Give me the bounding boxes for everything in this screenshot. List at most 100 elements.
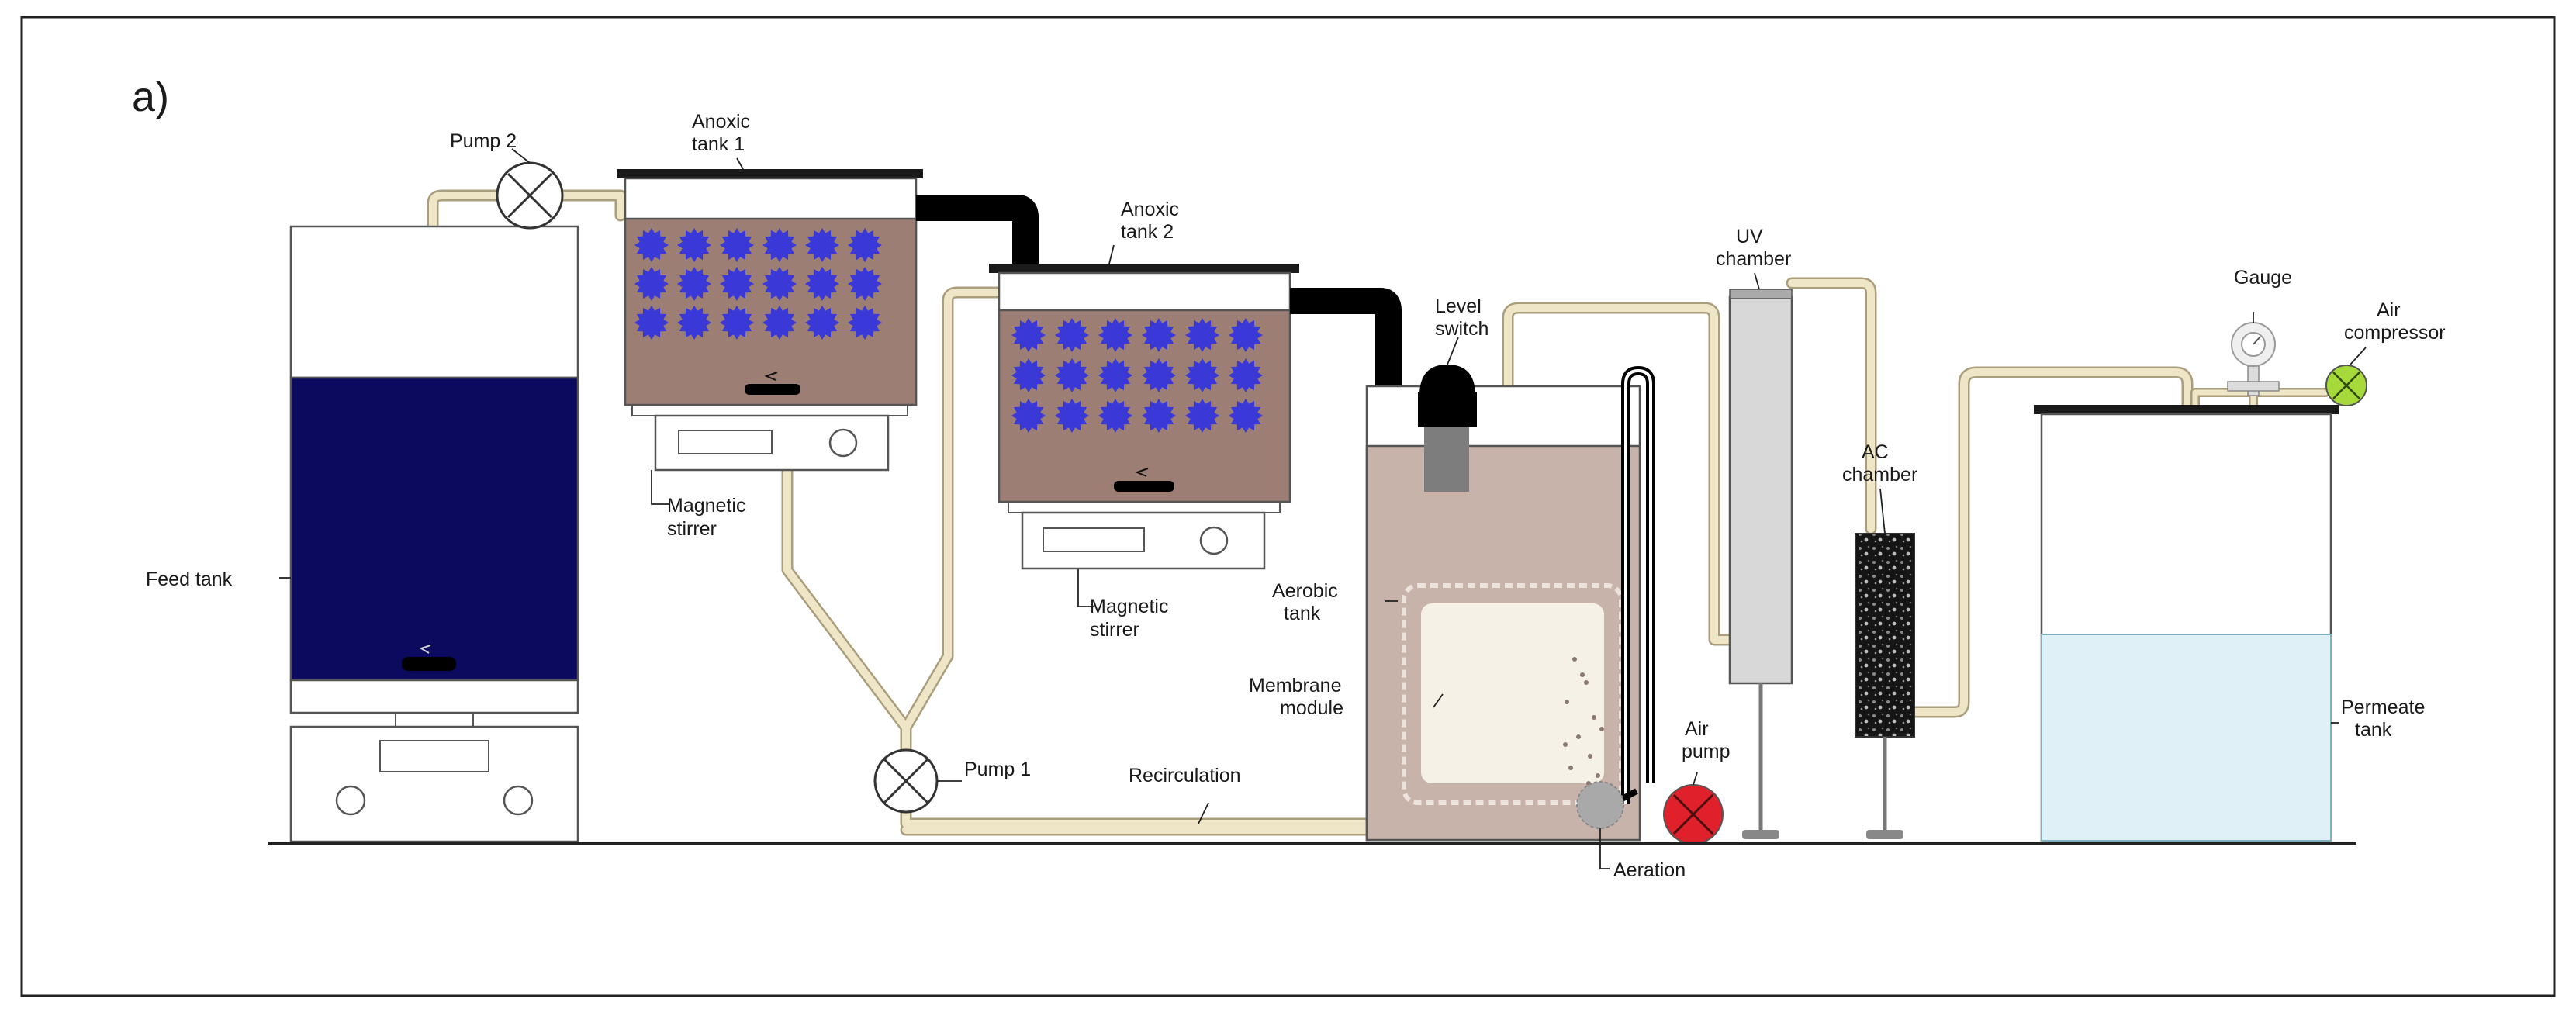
air-pump-symbol[interactable] bbox=[1663, 784, 1724, 845]
feed-tank bbox=[289, 225, 579, 843]
label-membrane-module-line2: module bbox=[1280, 697, 1343, 719]
floc-particle bbox=[1055, 358, 1089, 392]
air-bubble bbox=[1568, 766, 1573, 770]
label-permeate-tank-line1: Permeate bbox=[2341, 696, 2425, 718]
floc-particle bbox=[1098, 318, 1132, 352]
label-aerobic-tank-line1: Aerobic bbox=[1272, 580, 1338, 602]
label-uv-chamber-line1: UV bbox=[1736, 226, 1763, 247]
pipe-to-uv bbox=[1502, 302, 1744, 646]
label-magnetic-stirrer-2-line2: stirrer bbox=[1090, 619, 1139, 641]
air-bubble bbox=[1584, 680, 1589, 685]
label-air-compressor-line2: compressor bbox=[2344, 322, 2446, 344]
floc-particle bbox=[848, 306, 882, 340]
air-bubble bbox=[1588, 754, 1592, 759]
level-switch-sensor bbox=[1418, 365, 1477, 492]
floc-particle bbox=[1185, 358, 1219, 392]
floc-particle bbox=[1098, 399, 1132, 433]
magnetic-stirrer-2 bbox=[1008, 501, 1281, 570]
pump1-symbol[interactable] bbox=[873, 748, 939, 814]
label-ac-chamber-line1: AC bbox=[1862, 441, 1889, 463]
floc-particle bbox=[1185, 399, 1219, 433]
floc-particle bbox=[1011, 358, 1046, 392]
floc-particle bbox=[720, 228, 754, 262]
floc-particle bbox=[1229, 399, 1263, 433]
label-air-pump-line1: Air bbox=[1685, 718, 1709, 740]
magnetic-stirrer-1 bbox=[631, 404, 908, 472]
pump2-symbol[interactable] bbox=[496, 161, 564, 230]
floc-particle bbox=[1229, 358, 1263, 392]
label-air-pump-line2: pump bbox=[1682, 741, 1731, 762]
label-level-switch-line1: Level bbox=[1435, 295, 1482, 317]
floc-particle bbox=[634, 267, 669, 301]
label-magnetic-stirrer-1-line1: Magnetic bbox=[667, 495, 745, 517]
gauge-symbol bbox=[2227, 322, 2280, 396]
figure-frame bbox=[20, 16, 2556, 997]
label-ac-chamber-line2: chamber bbox=[1842, 464, 1917, 486]
air-bubble bbox=[1572, 657, 1577, 662]
floc-particle bbox=[1011, 399, 1046, 433]
air-bubble bbox=[1576, 734, 1581, 739]
leader-lines bbox=[279, 148, 2367, 869]
floc-particle bbox=[1011, 318, 1046, 352]
floc-particle bbox=[634, 306, 669, 340]
panel-label: a) bbox=[132, 74, 169, 120]
air-bubble bbox=[1592, 715, 1596, 720]
pipe-pump2-line bbox=[427, 189, 627, 378]
floc-particle bbox=[1185, 318, 1219, 352]
uv-chamber bbox=[1728, 289, 1793, 839]
floc-particle bbox=[1142, 358, 1176, 392]
floc-particle bbox=[762, 228, 797, 262]
floc-particle bbox=[1055, 318, 1089, 352]
floc-cluster-1 bbox=[634, 228, 882, 340]
floc-particle bbox=[677, 267, 711, 301]
label-gauge: Gauge bbox=[2234, 267, 2292, 289]
floc-particle bbox=[805, 267, 839, 301]
label-pump1: Pump 1 bbox=[964, 759, 1031, 780]
floc-particle bbox=[1142, 399, 1176, 433]
label-aeration: Aeration bbox=[1613, 859, 1686, 881]
pipe-ac-to-permeate bbox=[1886, 366, 2194, 718]
aerobic-tank bbox=[1365, 365, 1655, 842]
air-bubble bbox=[1563, 742, 1568, 747]
floc-particle bbox=[1229, 318, 1263, 352]
tubing-network bbox=[427, 189, 2330, 836]
floc-particle bbox=[677, 306, 711, 340]
air-bubble bbox=[1580, 672, 1585, 677]
air-compressor-symbol[interactable] bbox=[2325, 365, 2367, 406]
label-magnetic-stirrer-1-line2: stirrer bbox=[667, 518, 717, 540]
permeate-tank bbox=[2034, 405, 2339, 842]
floc-particle bbox=[805, 228, 839, 262]
label-pump2: Pump 2 bbox=[450, 130, 517, 152]
pipe-recirculation bbox=[781, 286, 1525, 836]
label-magnetic-stirrer-2-line1: Magnetic bbox=[1090, 596, 1168, 617]
floc-particle bbox=[720, 306, 754, 340]
component-labels: Feed tank Pump 2 Anoxic tank 1 Anoxic ta… bbox=[146, 111, 2446, 881]
floc-particle bbox=[848, 267, 882, 301]
floc-particle bbox=[762, 267, 797, 301]
floc-particle bbox=[762, 306, 797, 340]
anoxic-tank-2 bbox=[989, 264, 1402, 503]
pipe-compressor bbox=[2190, 388, 2330, 410]
floc-particle bbox=[1142, 318, 1176, 352]
label-membrane-module-line1: Membrane bbox=[1249, 675, 1342, 696]
floc-particle bbox=[848, 228, 882, 262]
label-anoxic-tank-2-line1: Anoxic bbox=[1121, 199, 1179, 220]
air-bubble bbox=[1599, 727, 1604, 731]
floc-particle bbox=[720, 267, 754, 301]
label-anoxic-tank-2-line2: tank 2 bbox=[1121, 221, 1174, 243]
label-aerobic-tank-line2: tank bbox=[1284, 603, 1321, 624]
label-permeate-tank-line2: tank bbox=[2355, 719, 2392, 741]
label-air-compressor-line1: Air bbox=[2377, 299, 2401, 321]
membrane-module-shape bbox=[1421, 603, 1604, 783]
air-bubble bbox=[1596, 773, 1600, 778]
label-anoxic-tank-1-line1: Anoxic bbox=[692, 111, 750, 133]
label-anoxic-tank-1-line2: tank 1 bbox=[692, 133, 745, 155]
label-recirculation: Recirculation bbox=[1129, 765, 1241, 786]
label-uv-chamber-line2: chamber bbox=[1716, 248, 1791, 270]
floc-cluster-2 bbox=[1011, 318, 1263, 433]
air-bubble bbox=[1565, 700, 1569, 704]
anoxic-tank-1 bbox=[617, 169, 1039, 406]
ac-chamber bbox=[1855, 533, 1915, 839]
